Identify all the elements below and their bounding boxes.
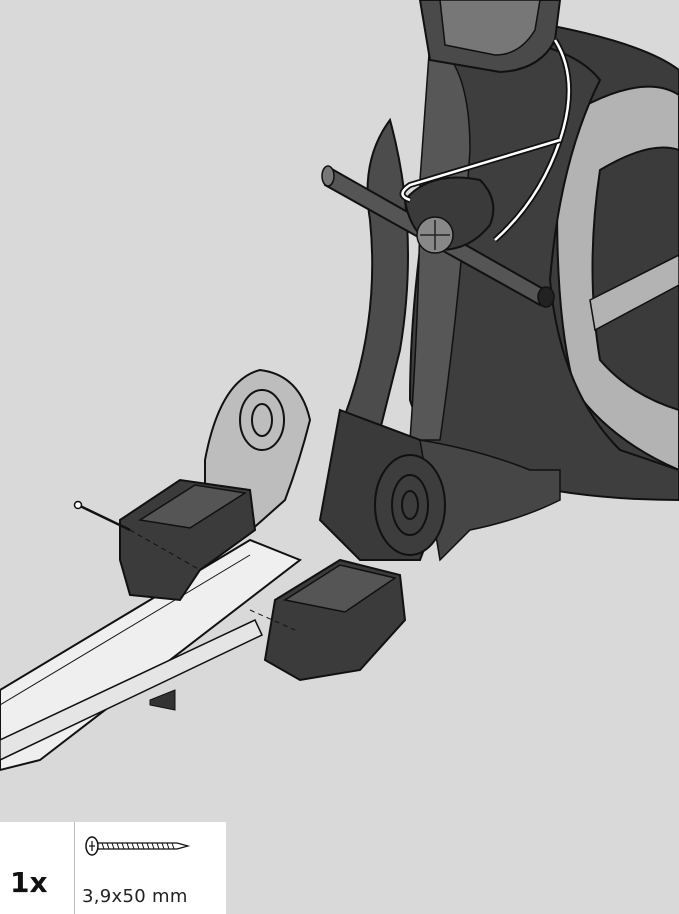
- handlebar: [321, 165, 555, 308]
- parts-legend: 1x 3,9x50 mm: [0, 822, 226, 914]
- screw-size-label: 3,9x50 mm: [82, 886, 188, 907]
- screw-icon: [85, 836, 191, 856]
- left-end-cover: [119, 478, 257, 602]
- rower-illustration: [0, 0, 679, 772]
- screw-left: [73, 500, 296, 631]
- right-end-cover: [263, 558, 407, 682]
- quantity-label: 1x: [10, 866, 48, 899]
- legend-divider: [74, 822, 75, 914]
- cable: [399, 38, 572, 243]
- wheel-hub: [374, 454, 446, 556]
